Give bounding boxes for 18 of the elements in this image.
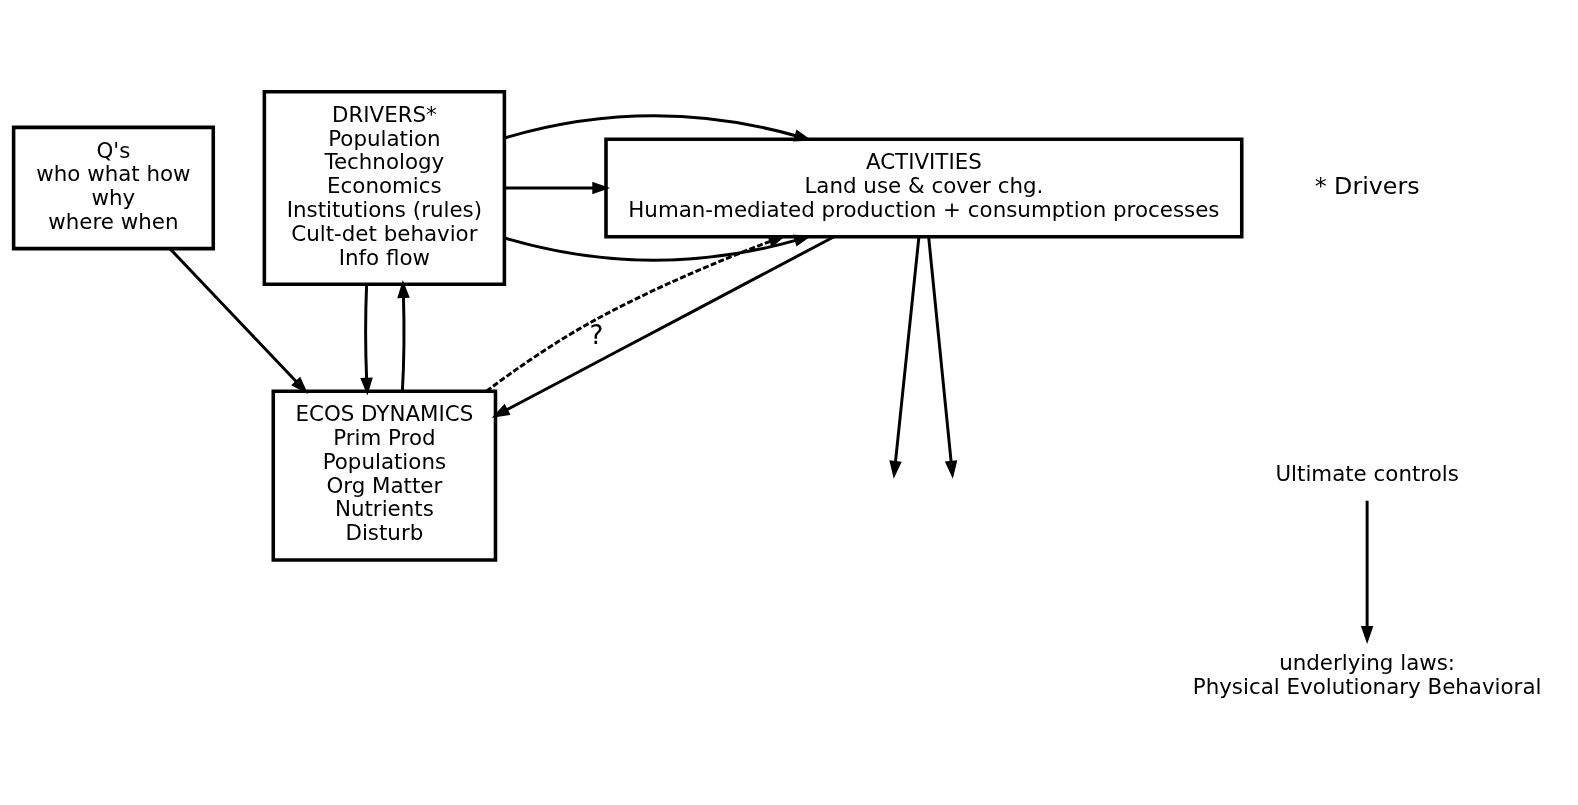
arrow xyxy=(491,235,835,418)
arrow xyxy=(397,280,410,392)
edge-label: ? xyxy=(589,320,604,351)
arrow xyxy=(889,236,921,479)
arrow xyxy=(504,181,611,195)
label: * Drivers xyxy=(1314,171,1420,200)
arrow xyxy=(504,234,812,262)
arrow xyxy=(360,284,373,396)
node-box: DRIVERS* Population Technology Economics Institutions (rules) Cult-det behavior Info flow xyxy=(262,89,507,287)
arrow xyxy=(168,247,308,394)
node-text: underlying laws: Physical Evolutionary Behavioral xyxy=(1192,649,1542,699)
node-box: ACTIVITIES Land use & cover chg. Human-mediated production + consumption processes xyxy=(604,137,1244,239)
node-box: ECOS DYNAMICS Prim Prod Populations Org Matter Nutrients Disturb xyxy=(271,389,498,562)
node-text: Ultimate controls xyxy=(1275,460,1459,486)
arrow xyxy=(927,236,958,479)
node-box: Q's who what how why where when xyxy=(11,125,216,251)
arrow xyxy=(504,114,812,142)
arrow xyxy=(1360,500,1374,644)
